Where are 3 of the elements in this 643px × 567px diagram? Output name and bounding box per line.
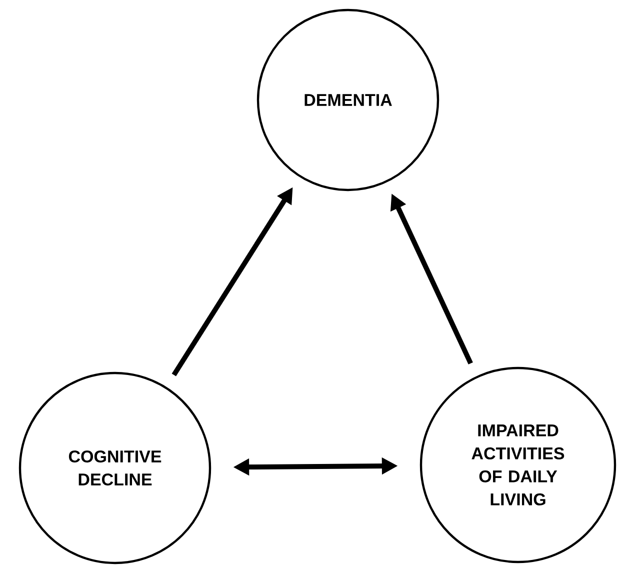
circle-node: COGNITIVE DECLINE: [18, 372, 212, 564]
circle-node: IMPAIRED ACTIVITIES OF DAILY LIVING: [420, 366, 616, 564]
circle-node: DEMENTIA: [256, 8, 440, 192]
